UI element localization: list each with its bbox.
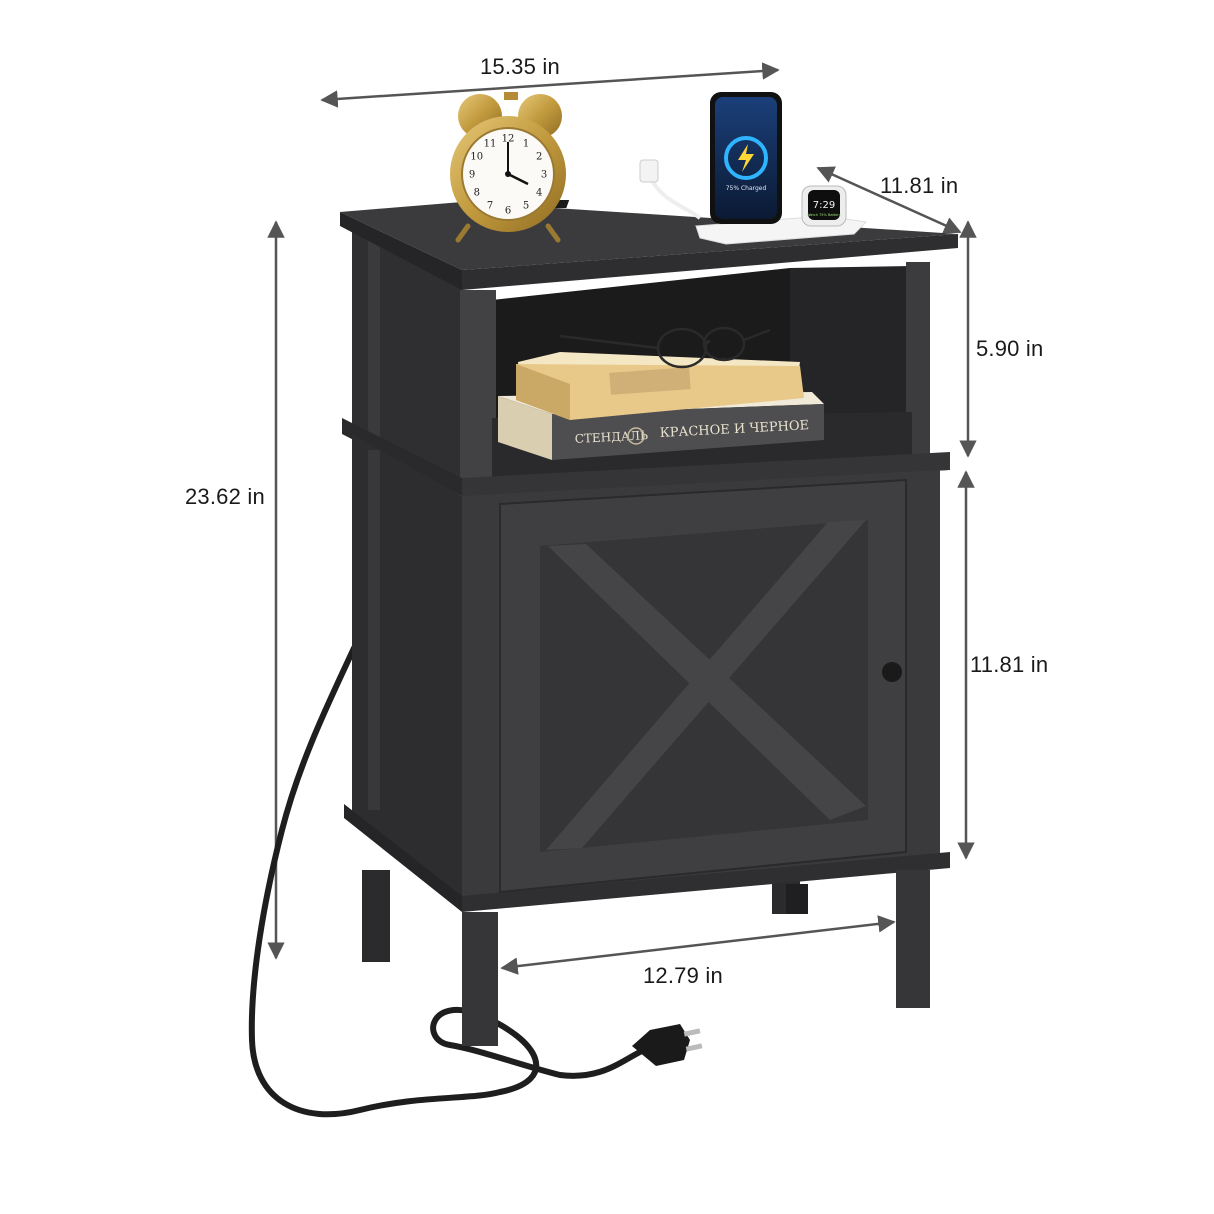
glasses: [559, 326, 771, 369]
leg-front-right: [896, 870, 930, 1008]
books: СТЕНДАЛЬ КРАСНОЕ И ЧЕРНОЕ: [498, 326, 824, 460]
dim-line-top-width: [320, 62, 780, 108]
dim-line-depth: [816, 166, 962, 234]
clock-numeral: 11: [484, 138, 497, 149]
label-cabinet-height: 11.81 in: [970, 652, 1049, 677]
label-top-width: 15.35 in: [480, 54, 560, 79]
watch-time: 7:29: [813, 200, 835, 211]
label-depth: 11.81 in: [880, 173, 959, 198]
book-bottom-cover: [552, 404, 824, 460]
middle-band-left: [342, 418, 462, 496]
clock-numeral: 1: [523, 138, 529, 149]
top-board-front-edge: [462, 234, 958, 290]
nightstand: [340, 200, 958, 1046]
clock-numeral: 8: [474, 188, 480, 199]
watch-subtext: Watch 75% Battery: [807, 213, 841, 217]
watch: 7:29 Watch 75% Battery: [801, 185, 847, 227]
leg-back-left: [362, 870, 390, 962]
door-x-brace-b: [546, 520, 866, 850]
upper-left-post: [460, 290, 496, 490]
label-inner-width: 12.79 in: [643, 963, 723, 988]
label-shelf-height: 5.90 in: [976, 336, 1044, 361]
dim-line-inner-width: [500, 915, 896, 975]
door-knob[interactable]: [882, 662, 902, 682]
power-plug: [632, 1024, 703, 1066]
charging-stand: 75% Charged 7:29 Watch 75% Battery: [639, 92, 868, 245]
clock-numeral: 10: [470, 152, 483, 163]
leg-front-left: [462, 912, 498, 1046]
clock-numeral: 6: [505, 206, 511, 217]
phone-charge-text: 75% Charged: [726, 185, 767, 192]
label-total-height: 23.62 in: [185, 484, 265, 509]
book-top-cover: [516, 364, 804, 420]
clock-numeral: 12: [502, 134, 515, 145]
clock-numeral: 9: [469, 170, 475, 181]
clock-numeral: 5: [523, 201, 529, 212]
middle-band-front: [462, 452, 950, 496]
clock-numeral: 7: [487, 201, 493, 212]
clock-numeral: 2: [536, 152, 542, 163]
base-front: [462, 852, 950, 912]
phone: 75% Charged: [710, 92, 782, 224]
book-bottom-spine: [498, 396, 552, 460]
clock-numeral: 4: [536, 188, 542, 199]
clock-numeral: 3: [541, 170, 547, 181]
dimension-lines: [267, 62, 977, 975]
power-cord: [248, 645, 643, 1118]
